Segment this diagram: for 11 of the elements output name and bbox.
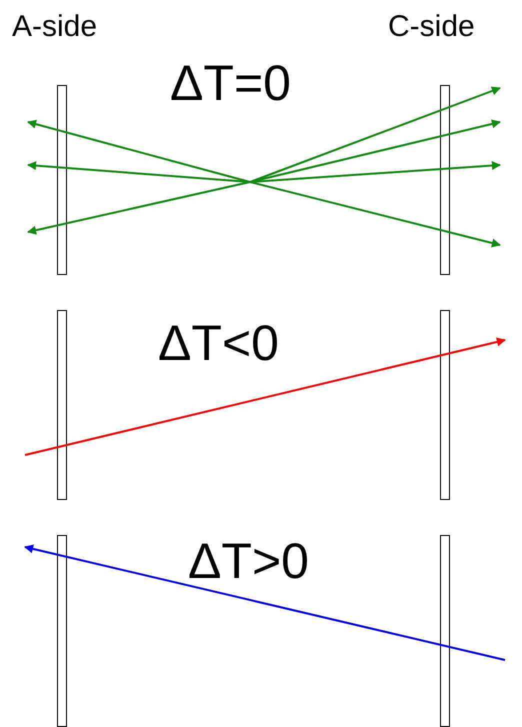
detector-bar xyxy=(57,85,67,275)
condition-label: ΔT>0 xyxy=(188,536,309,586)
detector-bar xyxy=(57,535,67,727)
detector-bar xyxy=(57,310,67,500)
detector-bar xyxy=(440,310,450,500)
condition-label: ΔT=0 xyxy=(170,58,291,108)
detector-bar xyxy=(440,85,450,275)
side-label: A-side xyxy=(12,12,98,42)
condition-label: ΔT<0 xyxy=(158,318,279,368)
side-label: C-side xyxy=(388,12,475,42)
detector-bar xyxy=(440,535,450,727)
